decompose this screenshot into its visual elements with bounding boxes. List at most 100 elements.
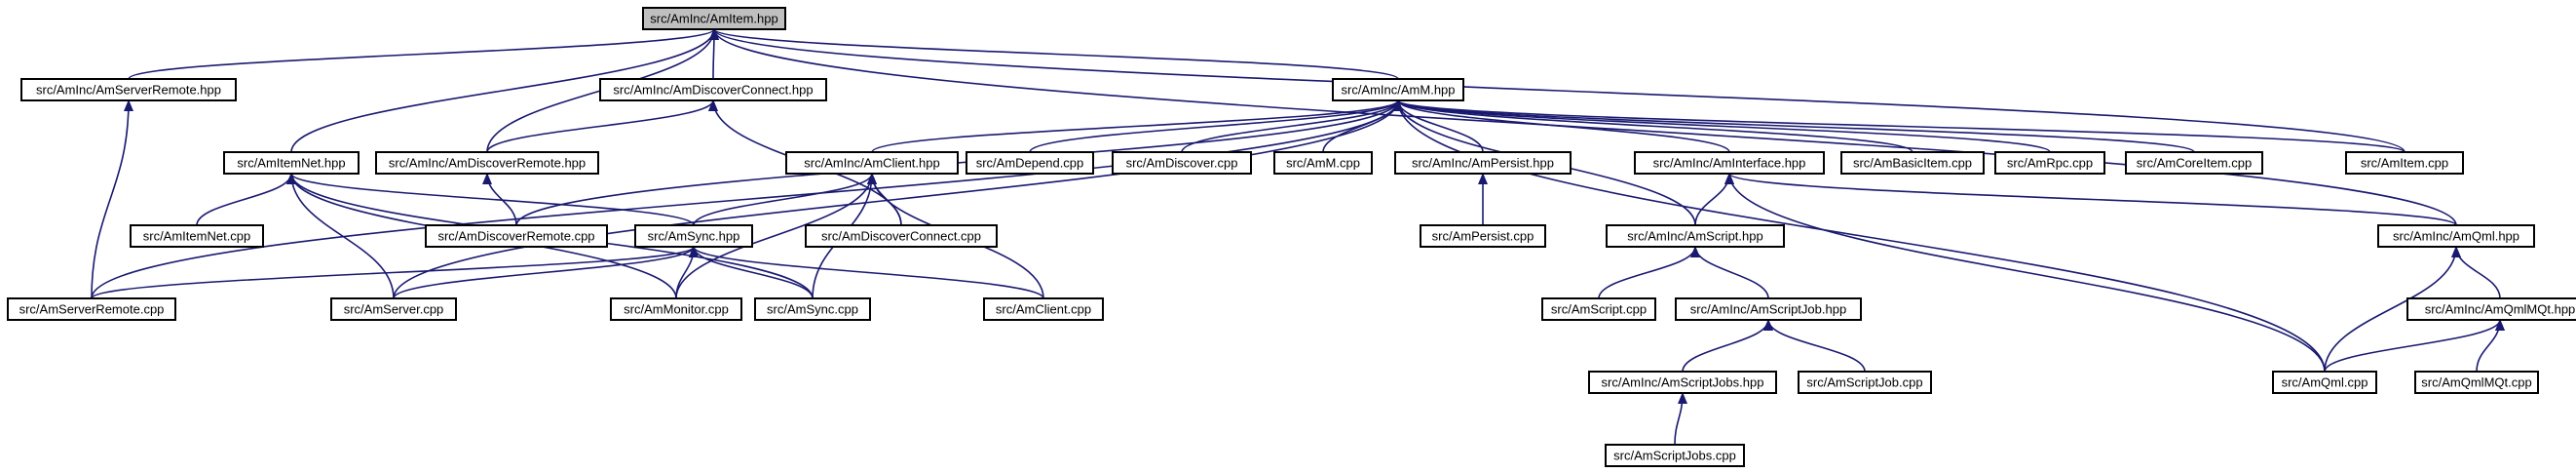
node-amscript_cpp[interactable]: src/AmScript.cpp bbox=[1541, 297, 1656, 321]
node-box bbox=[805, 224, 998, 248]
node-amdiscover_cpp[interactable]: src/AmDiscover.cpp bbox=[1112, 151, 1252, 175]
node-amscriptjob_hpp[interactable]: src/AmInc/AmScriptJob.hpp bbox=[1675, 297, 1862, 321]
edge-amitemnet_hpp-to-amitem_hpp bbox=[290, 28, 719, 153]
node-amclient_cpp[interactable]: src/AmClient.cpp bbox=[983, 297, 1104, 321]
edge-amscriptjob_cpp-to-amscriptjob_hpp bbox=[1763, 319, 1866, 373]
node-amserverremote_cpp[interactable]: src/AmServerRemote.cpp bbox=[7, 297, 176, 321]
node-label: src/AmM.cpp bbox=[1286, 156, 1360, 171]
node-box bbox=[2345, 151, 2464, 175]
node-box bbox=[1588, 371, 1777, 394]
edge-amqml_cpp-to-amqml_hpp bbox=[2324, 246, 2461, 373]
node-amcoreitem_cpp[interactable]: src/AmCoreItem.cpp bbox=[2125, 151, 2263, 175]
node-amserver_cpp[interactable]: src/AmServer.cpp bbox=[330, 297, 457, 321]
edge-amitem_cpp-to-amitem_hpp bbox=[709, 28, 2406, 153]
node-amsync_hpp[interactable]: src/AmSync.hpp bbox=[634, 224, 753, 248]
node-label: src/AmInc/AmInterface.hpp bbox=[1653, 156, 1806, 171]
node-label: src/AmDepend.cpp bbox=[976, 156, 1084, 171]
node-label: src/AmRpc.cpp bbox=[2007, 156, 2093, 171]
edge-amdepend_cpp-to-amm_hpp bbox=[1029, 99, 1403, 153]
node-amrpc_cpp[interactable]: src/AmRpc.cpp bbox=[1994, 151, 2105, 175]
node-amqmlmqt_hpp[interactable]: src/AmInc/AmQmlMQt.hpp bbox=[2406, 297, 2576, 321]
node-amitem_hpp[interactable]: src/AmInc/AmItem.hpp bbox=[642, 7, 786, 30]
node-box bbox=[1112, 151, 1252, 175]
node-amdiscoverremote_cpp[interactable]: src/AmDiscoverRemote.cpp bbox=[425, 224, 608, 248]
node-label: src/AmDiscoverConnect.cpp bbox=[821, 229, 981, 244]
edge-amserver_cpp-to-amsync_hpp bbox=[393, 246, 699, 299]
edge-amsync_hpp-to-amitemnet_hpp bbox=[286, 173, 695, 226]
node-ampersist_cpp[interactable]: src/AmPersist.cpp bbox=[1420, 224, 1546, 248]
node-box bbox=[130, 224, 264, 248]
node-label: src/AmInc/AmScriptJob.hpp bbox=[1690, 302, 1846, 317]
node-box bbox=[610, 297, 742, 321]
node-amscriptjobs_cpp[interactable]: src/AmScriptJobs.cpp bbox=[1605, 444, 1745, 467]
edge-amqml_cpp-to-aminterface_hpp bbox=[1724, 173, 2326, 373]
edge-amqml_cpp-to-amqmlmqt_hpp bbox=[2324, 319, 2505, 373]
node-label: src/AmInc/AmScriptJobs.hpp bbox=[1602, 375, 1764, 390]
node-label: src/AmQml.cpp bbox=[2282, 375, 2368, 390]
node-box bbox=[330, 297, 457, 321]
node-amqmlmqt_cpp[interactable]: src/AmQmlMQt.cpp bbox=[2414, 371, 2539, 394]
node-label: src/AmInc/AmServerRemote.hpp bbox=[36, 83, 221, 98]
node-ammonitor_cpp[interactable]: src/AmMonitor.cpp bbox=[610, 297, 742, 321]
node-box bbox=[375, 151, 599, 175]
node-box bbox=[2414, 371, 2539, 394]
node-amdiscoverconnect_hpp[interactable]: src/AmInc/AmDiscoverConnect.hpp bbox=[599, 78, 827, 101]
node-amscript_hpp[interactable]: src/AmInc/AmScript.hpp bbox=[1606, 224, 1785, 248]
node-amdepend_cpp[interactable]: src/AmDepend.cpp bbox=[966, 151, 1094, 175]
node-label: src/AmInc/AmPersist.hpp bbox=[1412, 156, 1554, 171]
node-amscriptjob_cpp[interactable]: src/AmScriptJob.cpp bbox=[1798, 371, 1932, 394]
node-amsync_cpp[interactable]: src/AmSync.cpp bbox=[754, 297, 871, 321]
edge-amqml_hpp-to-aminterface_hpp bbox=[1724, 173, 2457, 226]
node-label: src/AmScript.cpp bbox=[1551, 302, 1647, 317]
edge-amserverremote_cpp-to-amserverremote_hpp bbox=[91, 99, 133, 299]
node-label: src/AmItem.cpp bbox=[2361, 156, 2448, 171]
node-ampersist_hpp[interactable]: src/AmInc/AmPersist.hpp bbox=[1394, 151, 1572, 175]
node-amdiscoverremote_hpp[interactable]: src/AmInc/AmDiscoverRemote.hpp bbox=[375, 151, 599, 175]
node-amqml_hpp[interactable]: src/AmInc/AmQml.hpp bbox=[2377, 224, 2535, 248]
node-amclient_hpp[interactable]: src/AmInc/AmClient.hpp bbox=[785, 151, 959, 175]
node-box bbox=[425, 224, 608, 248]
node-label: src/AmSync.cpp bbox=[767, 302, 858, 317]
node-amm_hpp[interactable]: src/AmInc/AmM.hpp bbox=[1332, 78, 1464, 101]
node-ambasicitem_cpp[interactable]: src/AmBasicItem.cpp bbox=[1840, 151, 1985, 175]
node-amitemnet_hpp[interactable]: src/AmItemNet.hpp bbox=[223, 151, 360, 175]
node-amitem_cpp[interactable]: src/AmItem.cpp bbox=[2345, 151, 2464, 175]
node-label: src/AmInc/AmQmlMQt.hpp bbox=[2425, 302, 2576, 317]
edge-amscript_hpp-to-aminterface_hpp bbox=[1694, 173, 1734, 226]
edge-amqmlmqt_hpp-to-amqml_hpp bbox=[2451, 246, 2501, 299]
node-box bbox=[1605, 444, 1745, 467]
edge-amdiscover_cpp-to-amm_hpp bbox=[1181, 99, 1403, 153]
node-label: src/AmClient.cpp bbox=[996, 302, 1091, 317]
node-box bbox=[223, 151, 360, 175]
node-label: src/AmServerRemote.cpp bbox=[19, 302, 165, 317]
node-label: src/AmInc/AmDiscoverConnect.hpp bbox=[613, 83, 813, 98]
edge-amitem_cpp-to-amm_hpp bbox=[1393, 99, 2406, 153]
node-box bbox=[966, 151, 1094, 175]
node-label: src/AmPersist.cpp bbox=[1432, 229, 1534, 244]
node-box bbox=[1332, 78, 1464, 101]
node-label: src/AmBasicItem.cpp bbox=[1853, 156, 1972, 171]
edge-amqml_cpp-to-amm_hpp bbox=[1393, 99, 2326, 373]
edge-amserverremote_cpp-to-amm_hpp bbox=[91, 99, 1403, 299]
node-amqml_cpp[interactable]: src/AmQml.cpp bbox=[2272, 371, 2377, 394]
node-amserverremote_hpp[interactable]: src/AmInc/AmServerRemote.hpp bbox=[20, 78, 237, 101]
node-box bbox=[1798, 371, 1932, 394]
node-box bbox=[2377, 224, 2535, 248]
edge-amserverremote_hpp-to-amitem_hpp bbox=[128, 28, 719, 80]
node-box bbox=[1420, 224, 1546, 248]
edge-amcoreitem_cpp-to-amm_hpp bbox=[1393, 99, 2195, 153]
edge-amqmlmqt_cpp-to-amqmlmqt_hpp bbox=[2476, 319, 2505, 373]
node-amdiscoverconnect_cpp[interactable]: src/AmDiscoverConnect.cpp bbox=[805, 224, 998, 248]
node-amitemnet_cpp[interactable]: src/AmItemNet.cpp bbox=[130, 224, 264, 248]
edge-amdiscoverremote_cpp-to-amdiscoverremote_hpp bbox=[482, 173, 517, 226]
node-box bbox=[599, 78, 827, 101]
node-label: src/AmInc/AmQml.hpp bbox=[2393, 229, 2519, 244]
node-amscriptjobs_hpp[interactable]: src/AmInc/AmScriptJobs.hpp bbox=[1588, 371, 1777, 394]
node-aminterface_hpp[interactable]: src/AmInc/AmInterface.hpp bbox=[1634, 151, 1825, 175]
node-box bbox=[1606, 224, 1785, 248]
node-amm_cpp[interactable]: src/AmM.cpp bbox=[1273, 151, 1373, 175]
node-label: src/AmInc/AmM.hpp bbox=[1341, 83, 1455, 98]
node-label: src/AmSync.hpp bbox=[648, 229, 740, 244]
node-label: src/AmServer.cpp bbox=[344, 302, 444, 317]
